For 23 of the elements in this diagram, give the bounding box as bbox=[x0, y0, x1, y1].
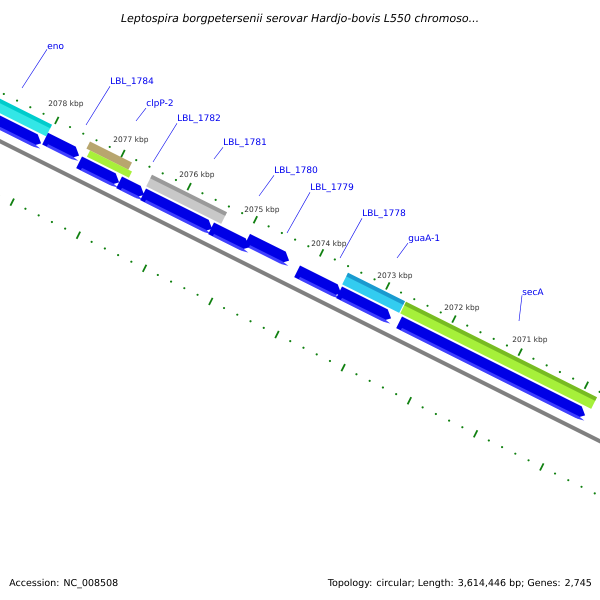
gene-label: clpP-2 bbox=[146, 99, 173, 108]
gene-label: secA bbox=[522, 288, 544, 296]
gene-label: LBL_1779 bbox=[311, 183, 354, 192]
gene-label: LBL_1778 bbox=[363, 209, 406, 218]
leader-line bbox=[86, 86, 110, 126]
gene-label: LBL_1784 bbox=[111, 77, 154, 86]
leader-line bbox=[214, 147, 224, 160]
leader-line bbox=[152, 123, 178, 162]
gene-label: eno bbox=[48, 44, 64, 50]
footer-text: Accession: NC_008508 bbox=[9, 578, 118, 588]
leader-line bbox=[396, 242, 408, 258]
footer-text: Topology: circular; Length: 3,614,446 bp; Genes: 2,745 bbox=[328, 578, 591, 588]
leader-line bbox=[22, 49, 48, 88]
leader-line bbox=[286, 192, 310, 234]
leader-line bbox=[518, 295, 522, 322]
leader-line bbox=[258, 175, 274, 196]
title: Leptospira borgpetersenii serovar Hardjo-bovis L550 chromoso... bbox=[121, 14, 478, 24]
gene-label: LBL_1780 bbox=[275, 166, 318, 176]
leader-line bbox=[136, 108, 146, 122]
leader-line bbox=[340, 218, 362, 258]
gene-label: LBL_1781 bbox=[224, 138, 266, 148]
gene-label: guaA-1 bbox=[408, 234, 440, 243]
gene-label: LBL_1782 bbox=[178, 114, 220, 124]
